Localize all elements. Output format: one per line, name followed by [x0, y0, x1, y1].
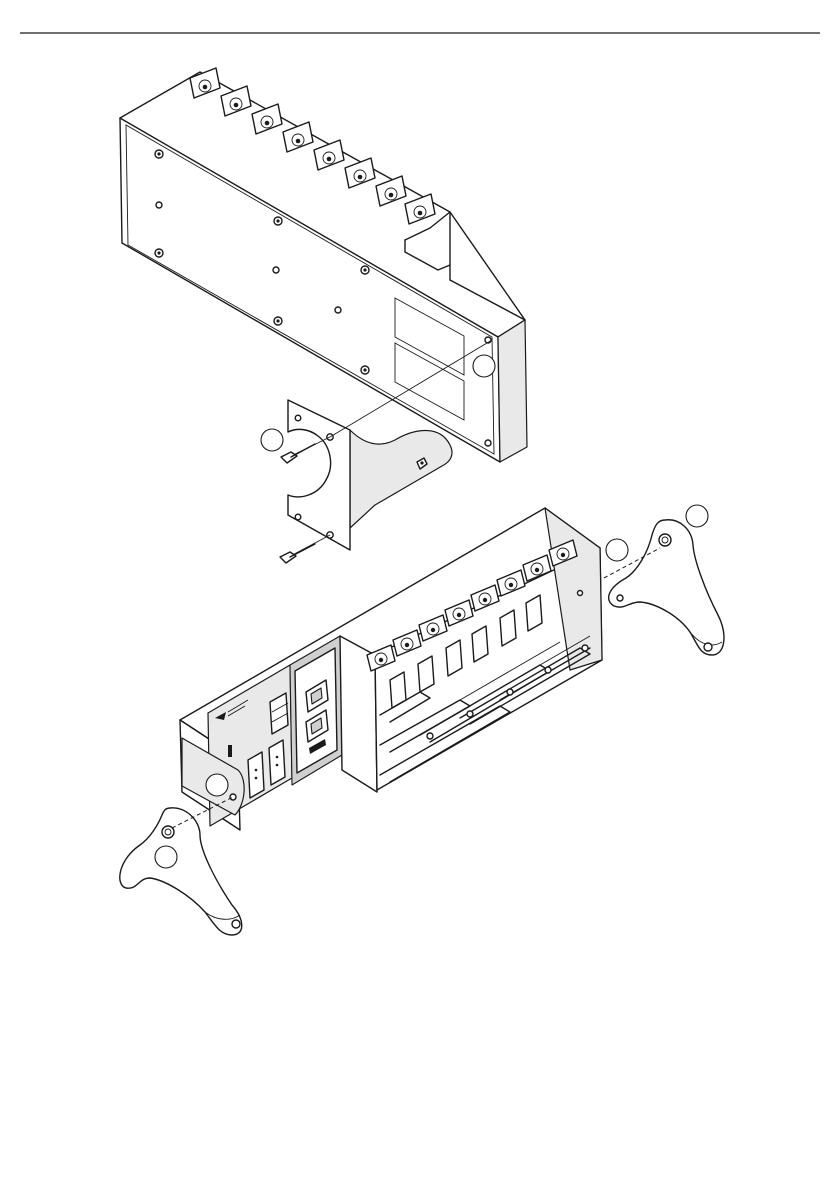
callout-4 [606, 539, 628, 561]
callout-6 [155, 846, 177, 868]
callout-5 [206, 774, 228, 796]
mounting-bracket-icon [288, 400, 452, 550]
chassis-rear-icon [120, 68, 527, 462]
callout-3 [686, 505, 708, 527]
callout-2 [473, 355, 495, 377]
callout-1 [261, 429, 283, 451]
chassis-front-icon [180, 508, 602, 830]
